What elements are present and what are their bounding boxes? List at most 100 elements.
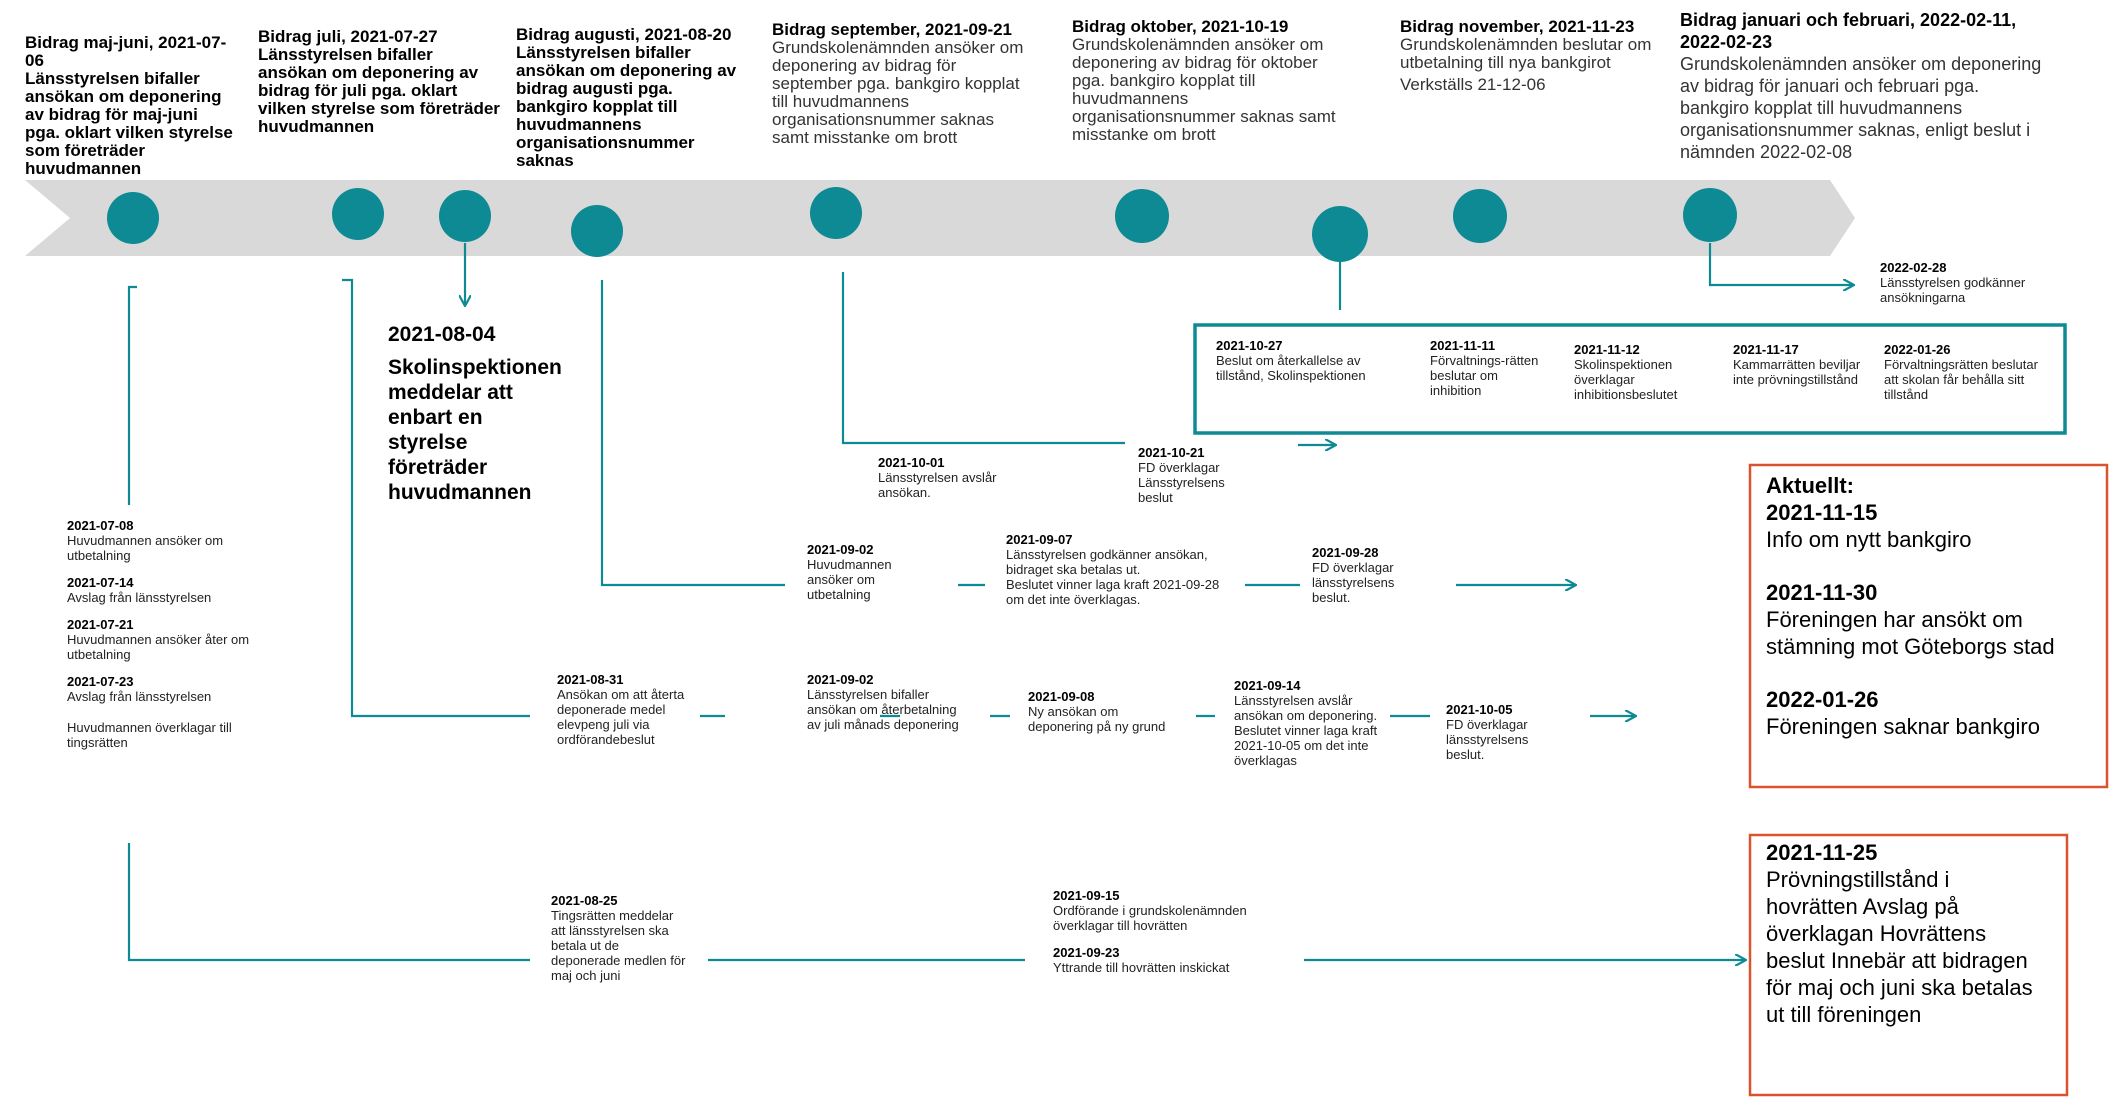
- item-date: 2021-11-17: [1733, 342, 1799, 357]
- aug-row-item: 2021-09-02 Huvudmannen ansöker om utbeta…: [807, 542, 937, 602]
- item-text: Ansökan om att återta deponerade medel e…: [557, 687, 685, 747]
- header-juli: Bidrag juli, 2021-07-27 Länsstyrelsen bi…: [258, 28, 503, 136]
- item-text: FD överklagar Länsstyrelsens beslut: [1138, 460, 1225, 505]
- header-text: Länsstyrelsen bifaller ansökan om depone…: [25, 69, 233, 178]
- header-november: Bidrag november, 2021-11-23 Grundskolenä…: [1400, 18, 1660, 94]
- header-text: Grundskolenämnden beslutar om utbetalnin…: [1400, 35, 1652, 72]
- header-text: Länsstyrelsen bifaller ansökan om depone…: [516, 43, 737, 170]
- item-text: Avslag från länsstyrelsen: [67, 590, 212, 605]
- approval-text: Länsstyrelsen godkänner ansökningarna: [1880, 275, 2026, 305]
- item-date: 2021-10-21: [1138, 445, 1205, 460]
- item-text: FD överklagar länsstyrelsens beslut.: [1446, 717, 1529, 762]
- aktuellt-box: Aktuellt: 2021-11-15 Info om nytt bankgi…: [1766, 472, 2096, 740]
- aktuellt-date: 2022-01-26: [1766, 687, 1879, 712]
- item-text: Huvudmannen överklagar till tingsrätten: [67, 720, 232, 750]
- aktuellt-text: Info om nytt bankgiro: [1766, 527, 1972, 552]
- item-date: 2021-09-08: [1028, 689, 1095, 704]
- item-text: Yttrande till hovrätten inskickat: [1053, 960, 1230, 975]
- item-date: 2021-11-11: [1430, 338, 1496, 353]
- dot-september: [810, 187, 862, 239]
- augusti-line: [600, 280, 785, 587]
- item-text: Huvudmannen ansöker åter om utbetalning: [67, 632, 250, 662]
- item-date: 2021-07-23: [67, 674, 134, 689]
- hovratt-text: Prövningstillstånd i hovrätten Avslag på…: [1766, 867, 2033, 1027]
- skolinspektion-block: 2021-08-04 Skolinspektionen meddelar att…: [388, 322, 562, 505]
- skolinspektion-date: 2021-08-04: [388, 323, 496, 346]
- item-date: 2021-07-08: [67, 518, 134, 533]
- header-title: Bidrag januari och februari, 2022-02-11,…: [1680, 10, 2017, 52]
- item-text: Förvaltnings-rätten beslutar om inhibiti…: [1430, 353, 1539, 398]
- aug-row-item: 2021-09-28 FD överklagar länsstyrelsens …: [1312, 545, 1432, 605]
- bottom-row-item: 2021-09-15 Ordförande i grundskolenämnde…: [1053, 888, 1293, 975]
- sept-branch-item: 2021-10-01 Länsstyrelsen avslår ansökan.: [878, 455, 1018, 500]
- item-text: Beslut om återkallelse av tillstånd, Sko…: [1216, 353, 1366, 383]
- aktuellt-frame: [1748, 463, 2109, 789]
- item-date: 2021-08-31: [557, 672, 624, 687]
- skolinspektion-text: Skolinspektionen meddelar att enbart en …: [388, 356, 562, 504]
- left-column: 2021-07-08 Huvudmannen ansöker om utbeta…: [67, 518, 267, 750]
- item-text: Ordförande i grundskolenämnden överklaga…: [1053, 903, 1247, 933]
- header-maj-juni: Bidrag maj-juni, 2021-07-06 Länsstyrelse…: [25, 34, 235, 178]
- teal-box-item: 2021-11-11 Förvaltnings-rätten beslutar …: [1430, 338, 1550, 398]
- item-date: 2021-10-05: [1446, 702, 1513, 717]
- item-date: 2021-07-14: [67, 575, 134, 590]
- item-date: 2022-01-26: [1884, 342, 1951, 357]
- dot-jan-feb: [1683, 188, 1737, 242]
- header-title: Bidrag juli, 2021-07-27: [258, 27, 438, 46]
- header-augusti: Bidrag augusti, 2021-08-20 Länsstyrelsen…: [516, 26, 746, 170]
- aktuellt-date: 2021-11-15: [1766, 500, 1878, 525]
- september-line: [841, 272, 1050, 445]
- majjuni-top-line: [127, 285, 137, 505]
- header-extra: Verkställs 21-12-06: [1400, 75, 1546, 94]
- item-date: 2021-09-07: [1006, 532, 1073, 547]
- july-row-item: 2021-09-08 Ny ansökan om deponering på n…: [1028, 689, 1168, 734]
- item-date: 2021-09-23: [1053, 945, 1120, 960]
- header-text: Grundskolenämnden ansöker om deponering …: [772, 38, 1024, 147]
- header-text: Länsstyrelsen bifaller ansökan om depone…: [258, 45, 500, 136]
- dot-maj-juni: [107, 192, 159, 244]
- item-date: 2021-09-28: [1312, 545, 1379, 560]
- dot-oktober: [1115, 189, 1169, 243]
- item-text: Ny ansökan om deponering på ny grund: [1028, 704, 1166, 734]
- item-text: Länsstyrelsen avslår ansökan om deponeri…: [1234, 693, 1378, 723]
- header-title: Bidrag augusti, 2021-08-20: [516, 25, 732, 44]
- header-oktober: Bidrag oktober, 2021-10-19 Grundskolenäm…: [1072, 18, 1352, 144]
- teal-box-frame: [1193, 323, 2067, 435]
- item-text: Länsstyrelsen bifaller ansökan om återbe…: [807, 687, 959, 732]
- item-text: Förvaltningsrätten beslutar att skolan f…: [1884, 357, 2038, 402]
- aktuellt-text: Föreningen har ansökt om stämning mot Gö…: [1766, 607, 2055, 659]
- item-date: 2021-09-15: [1053, 888, 1120, 903]
- approval-connector: [1708, 243, 1853, 285]
- item-extra: Beslutet vinner laga kraft 2021-10-05 om…: [1234, 723, 1378, 768]
- item-text: Länsstyrelsen avslår ansökan.: [878, 470, 997, 500]
- item-date: 2021-10-27: [1216, 338, 1283, 353]
- header-text: Grundskolenämnden ansöker om deponering …: [1680, 54, 2042, 162]
- dot-skolinspektion: [439, 190, 491, 242]
- item-text: Skolinspektionen överklagar inhibitionsb…: [1574, 357, 1678, 402]
- sept-branch-item: 2021-10-21 FD överklagar Länsstyrelsens …: [1138, 445, 1248, 505]
- item-text: Huvudmannen ansöker om utbetalning: [807, 557, 892, 602]
- dot-november: [1453, 189, 1507, 243]
- header-title: Bidrag oktober, 2021-10-19: [1072, 17, 1289, 36]
- item-text: Länsstyrelsen godkänner ansökan, bidrage…: [1006, 547, 1208, 577]
- item-text: Tingsrätten meddelar att länsstyrelsen s…: [551, 908, 686, 983]
- dot-juli: [332, 188, 384, 240]
- hovratt-date: 2021-11-25: [1766, 840, 1878, 865]
- header-title: Bidrag maj-juni, 2021-07-06: [25, 33, 227, 70]
- item-extra: Beslutet vinner laga kraft 2021-09-28 om…: [1006, 577, 1220, 607]
- header-text: Grundskolenämnden ansöker om deponering …: [1072, 35, 1336, 144]
- item-date: 2021-07-21: [67, 617, 134, 632]
- item-date: 2021-08-25: [551, 893, 618, 908]
- dot-teal-box: [1312, 206, 1368, 262]
- header-title: Bidrag september, 2021-09-21: [772, 20, 1013, 39]
- bottom-row-item: 2021-08-25 Tingsrätten meddelar att läns…: [551, 893, 691, 983]
- timeline-dots: [107, 187, 1737, 262]
- item-date: 2021-09-14: [1234, 678, 1301, 693]
- item-text: FD överklagar länsstyrelsens beslut.: [1312, 560, 1395, 605]
- teal-box-item: 2022-01-26 Förvaltningsrätten beslutar a…: [1884, 342, 2044, 402]
- item-text: Kammarrätten beviljar inte prövningstill…: [1733, 357, 1861, 387]
- teal-box-item: 2021-11-12 Skolinspektionen överklagar i…: [1574, 342, 1714, 402]
- aktuellt-text: Föreningen saknar bankgiro: [1766, 714, 2040, 739]
- july-row-item: 2021-10-05 FD överklagar länsstyrelsens …: [1446, 702, 1566, 762]
